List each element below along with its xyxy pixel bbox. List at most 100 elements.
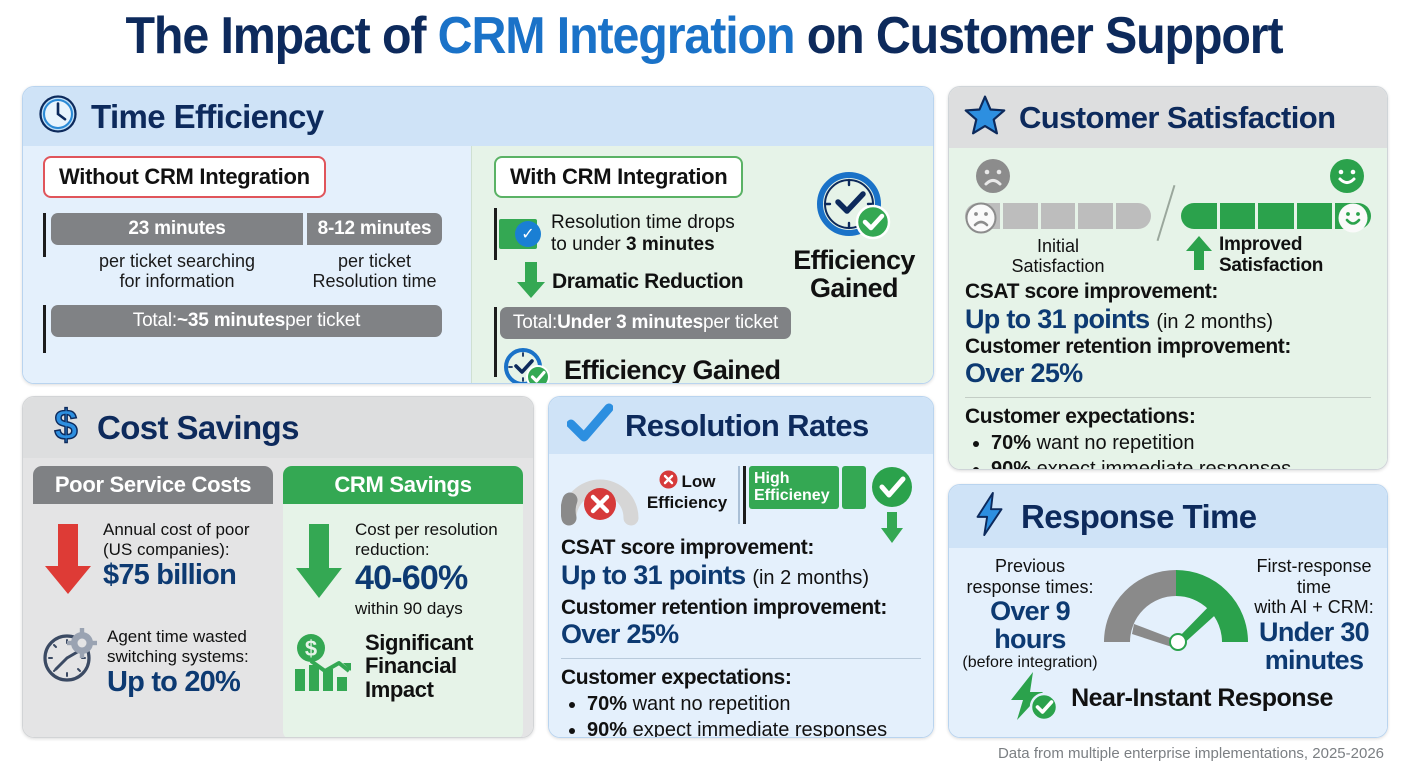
- list-item: 90% expect immediate responses: [587, 718, 921, 737]
- title-part1: The Impact of: [125, 7, 438, 65]
- crm-savings-body: Cost per resolution reduction: 40-60% wi…: [283, 504, 523, 737]
- response-with-crm-value: Under 30 minutes: [1259, 616, 1370, 675]
- down-arrow-green-icon: [291, 520, 349, 609]
- efficiency-gained-right-label: Efficiency Gained: [793, 245, 915, 303]
- seg-3: [1040, 203, 1076, 229]
- page-title: The Impact of CRM Integration on Custome…: [49, 6, 1358, 66]
- clock-check-icon: [813, 172, 895, 248]
- down-arrow-green-icon: [514, 260, 548, 305]
- card-cost-header: $ Cost Savings: [23, 397, 533, 458]
- bar-23-minutes: 23 minutes: [51, 213, 303, 245]
- happy-face-marker-icon: [1337, 202, 1369, 239]
- res-stat-label-1: Customer retention improvement:: [561, 595, 887, 619]
- response-previous-value: Over 9 hours: [990, 596, 1071, 655]
- high-efficiency-check-group: [871, 466, 913, 550]
- lightning-check-icon: [1003, 670, 1061, 727]
- card-res-header: Resolution Rates: [549, 397, 933, 454]
- up-arrow-green-icon: [1185, 235, 1213, 276]
- with-crm-badge: With CRM Integration: [494, 156, 744, 198]
- seg-1: [1181, 203, 1217, 229]
- high-efficiency-group: High Efficieney: [743, 460, 921, 550]
- crm-impact: $ Significant Financial: [291, 629, 515, 703]
- lightning-icon: [971, 491, 1009, 542]
- csat-stats: CSAT score improvement: Up to 31 points …: [965, 280, 1371, 389]
- res-expectations-title: Customer expectations:: [561, 666, 792, 690]
- response-previous-group: Previous response times: Over 9 hours (b…: [959, 556, 1101, 672]
- footer-note: Data from multiple enterprise implementa…: [997, 745, 1384, 762]
- card-resp-title: Response Time: [1021, 497, 1257, 535]
- card-res-body: Low Efficiency High Efficieney: [549, 454, 933, 737]
- tick-left-2: [43, 305, 46, 354]
- csat-expectations-title: Customer expectations:: [965, 405, 1196, 429]
- without-crm-panel: Without CRM Integration 23 minutes 8-12 …: [23, 146, 471, 383]
- seg-5: [1116, 203, 1151, 229]
- resolution-drop-text: Resolution time drops to under 3 minutes: [551, 212, 735, 255]
- red-x-icon: [659, 470, 678, 494]
- down-arrow-green-small-icon: [871, 511, 913, 550]
- efficiency-gained-badge-right: Efficiency Gained: [789, 156, 919, 302]
- bar-total-without: Total: ~35 minutes per ticket: [51, 305, 442, 338]
- meter-divider: [1151, 158, 1181, 242]
- seg-2: [1219, 203, 1256, 229]
- card-time-efficiency: Time Efficiency Without CRM Integration …: [22, 86, 934, 384]
- card-cost-savings: $ Cost Savings Poor Service Costs: [22, 396, 534, 738]
- down-arrow-red-icon: [41, 520, 97, 605]
- dollar-chart-icon: $: [291, 633, 359, 700]
- card-response-time: Response Time Previous response times: O…: [948, 484, 1388, 738]
- card-csat-header: Customer Satisfaction: [949, 87, 1387, 148]
- low-efficiency-label-group: Low Efficiency: [639, 460, 735, 513]
- blue-check-icon: [566, 403, 614, 448]
- card-csat-title: Customer Satisfaction: [1019, 99, 1336, 135]
- clock-gear-icon: [41, 627, 101, 690]
- happy-face-green-icon: [1329, 159, 1365, 198]
- title-accent: CRM Integration: [437, 7, 796, 65]
- seg-4: [1078, 203, 1114, 229]
- card-cost-body: Poor Service Costs Annual cost of poor (…: [23, 458, 533, 737]
- csat-stat-value-0: Up to 31 points (in 2 months): [965, 303, 1274, 334]
- card-time-body: Without CRM Integration 23 minutes 8-12 …: [23, 146, 933, 384]
- poor-item-1: Agent time wasted switching systems: Up …: [41, 627, 265, 700]
- res-stats: CSAT score improvement: Up to 31 points …: [561, 536, 921, 650]
- poor-item-0-text: Annual cost of poor (US companies): $75 …: [103, 520, 250, 592]
- card-time-header: Time Efficiency: [23, 87, 933, 146]
- card-cost-title: Cost Savings: [97, 408, 299, 446]
- poor-service-costs-body: Annual cost of poor (US companies): $75 …: [33, 504, 273, 737]
- efficiency-gained-label: Efficiency Gained: [564, 354, 781, 384]
- csat-stat-label-0: CSAT score improvement:: [965, 280, 1218, 303]
- initial-satisfaction-group: Initial Satisfaction: [965, 158, 1151, 276]
- caption-resolution-time: per ticket Resolution time: [312, 251, 437, 292]
- bar-total-with: Total: Under 3 minutes per ticket: [500, 306, 791, 339]
- efficiency-compare-row: Low Efficiency High Efficieney: [560, 460, 921, 543]
- low-efficiency-line2: Efficiency: [646, 493, 728, 512]
- card-customer-satisfaction: Customer Satisfaction: [948, 86, 1388, 470]
- card-resolution-rates: Resolution Rates: [548, 396, 934, 738]
- card-resp-header: Response Time: [949, 485, 1387, 548]
- svg-text:$: $: [54, 403, 77, 447]
- without-crm-badge: Without CRM Integration: [43, 156, 326, 198]
- near-instant-response-badge: Near-Instant Response: [949, 670, 1387, 727]
- low-efficiency-gauge-icon: [560, 460, 639, 541]
- card-csat-body: Initial Satisfaction: [949, 148, 1387, 469]
- poor-item-1-text: Agent time wasted switching systems: Up …: [107, 627, 249, 699]
- crm-savings-title: CRM Savings: [283, 466, 523, 504]
- crm-impact-text: Significant Financial Impact: [365, 629, 474, 703]
- gauge-divider: [735, 460, 743, 524]
- tick-left-1: [43, 213, 46, 257]
- svg-text:$: $: [305, 636, 317, 661]
- dramatic-reduction-label: Dramatic Reduction: [552, 270, 744, 294]
- crm-item-0: Cost per resolution reduction: 40-60% wi…: [291, 520, 515, 619]
- csat-expectations-list: 70% want no repetition 90% expect immedi…: [965, 431, 1371, 469]
- seg-2: [1002, 203, 1038, 229]
- res-stat-value-0: Up to 31 points (in 2 months): [561, 559, 870, 590]
- star-icon: [963, 93, 1007, 142]
- response-with-crm-group: First-response time with AI + CRM: Under…: [1251, 556, 1377, 674]
- dollar-icon: $: [47, 401, 85, 452]
- clock-check-small-icon: [500, 345, 556, 383]
- csat-stat-label-1: Customer retention improvement:: [965, 334, 1291, 358]
- list-item: 70% want no repetition: [991, 431, 1371, 457]
- card-res-title: Resolution Rates: [625, 407, 869, 443]
- caption-search-time: per ticket searching for information: [98, 251, 256, 292]
- csat-stat-value-1: Over 25%: [965, 358, 1083, 389]
- initial-satisfaction-label: Initial Satisfaction: [1011, 236, 1105, 277]
